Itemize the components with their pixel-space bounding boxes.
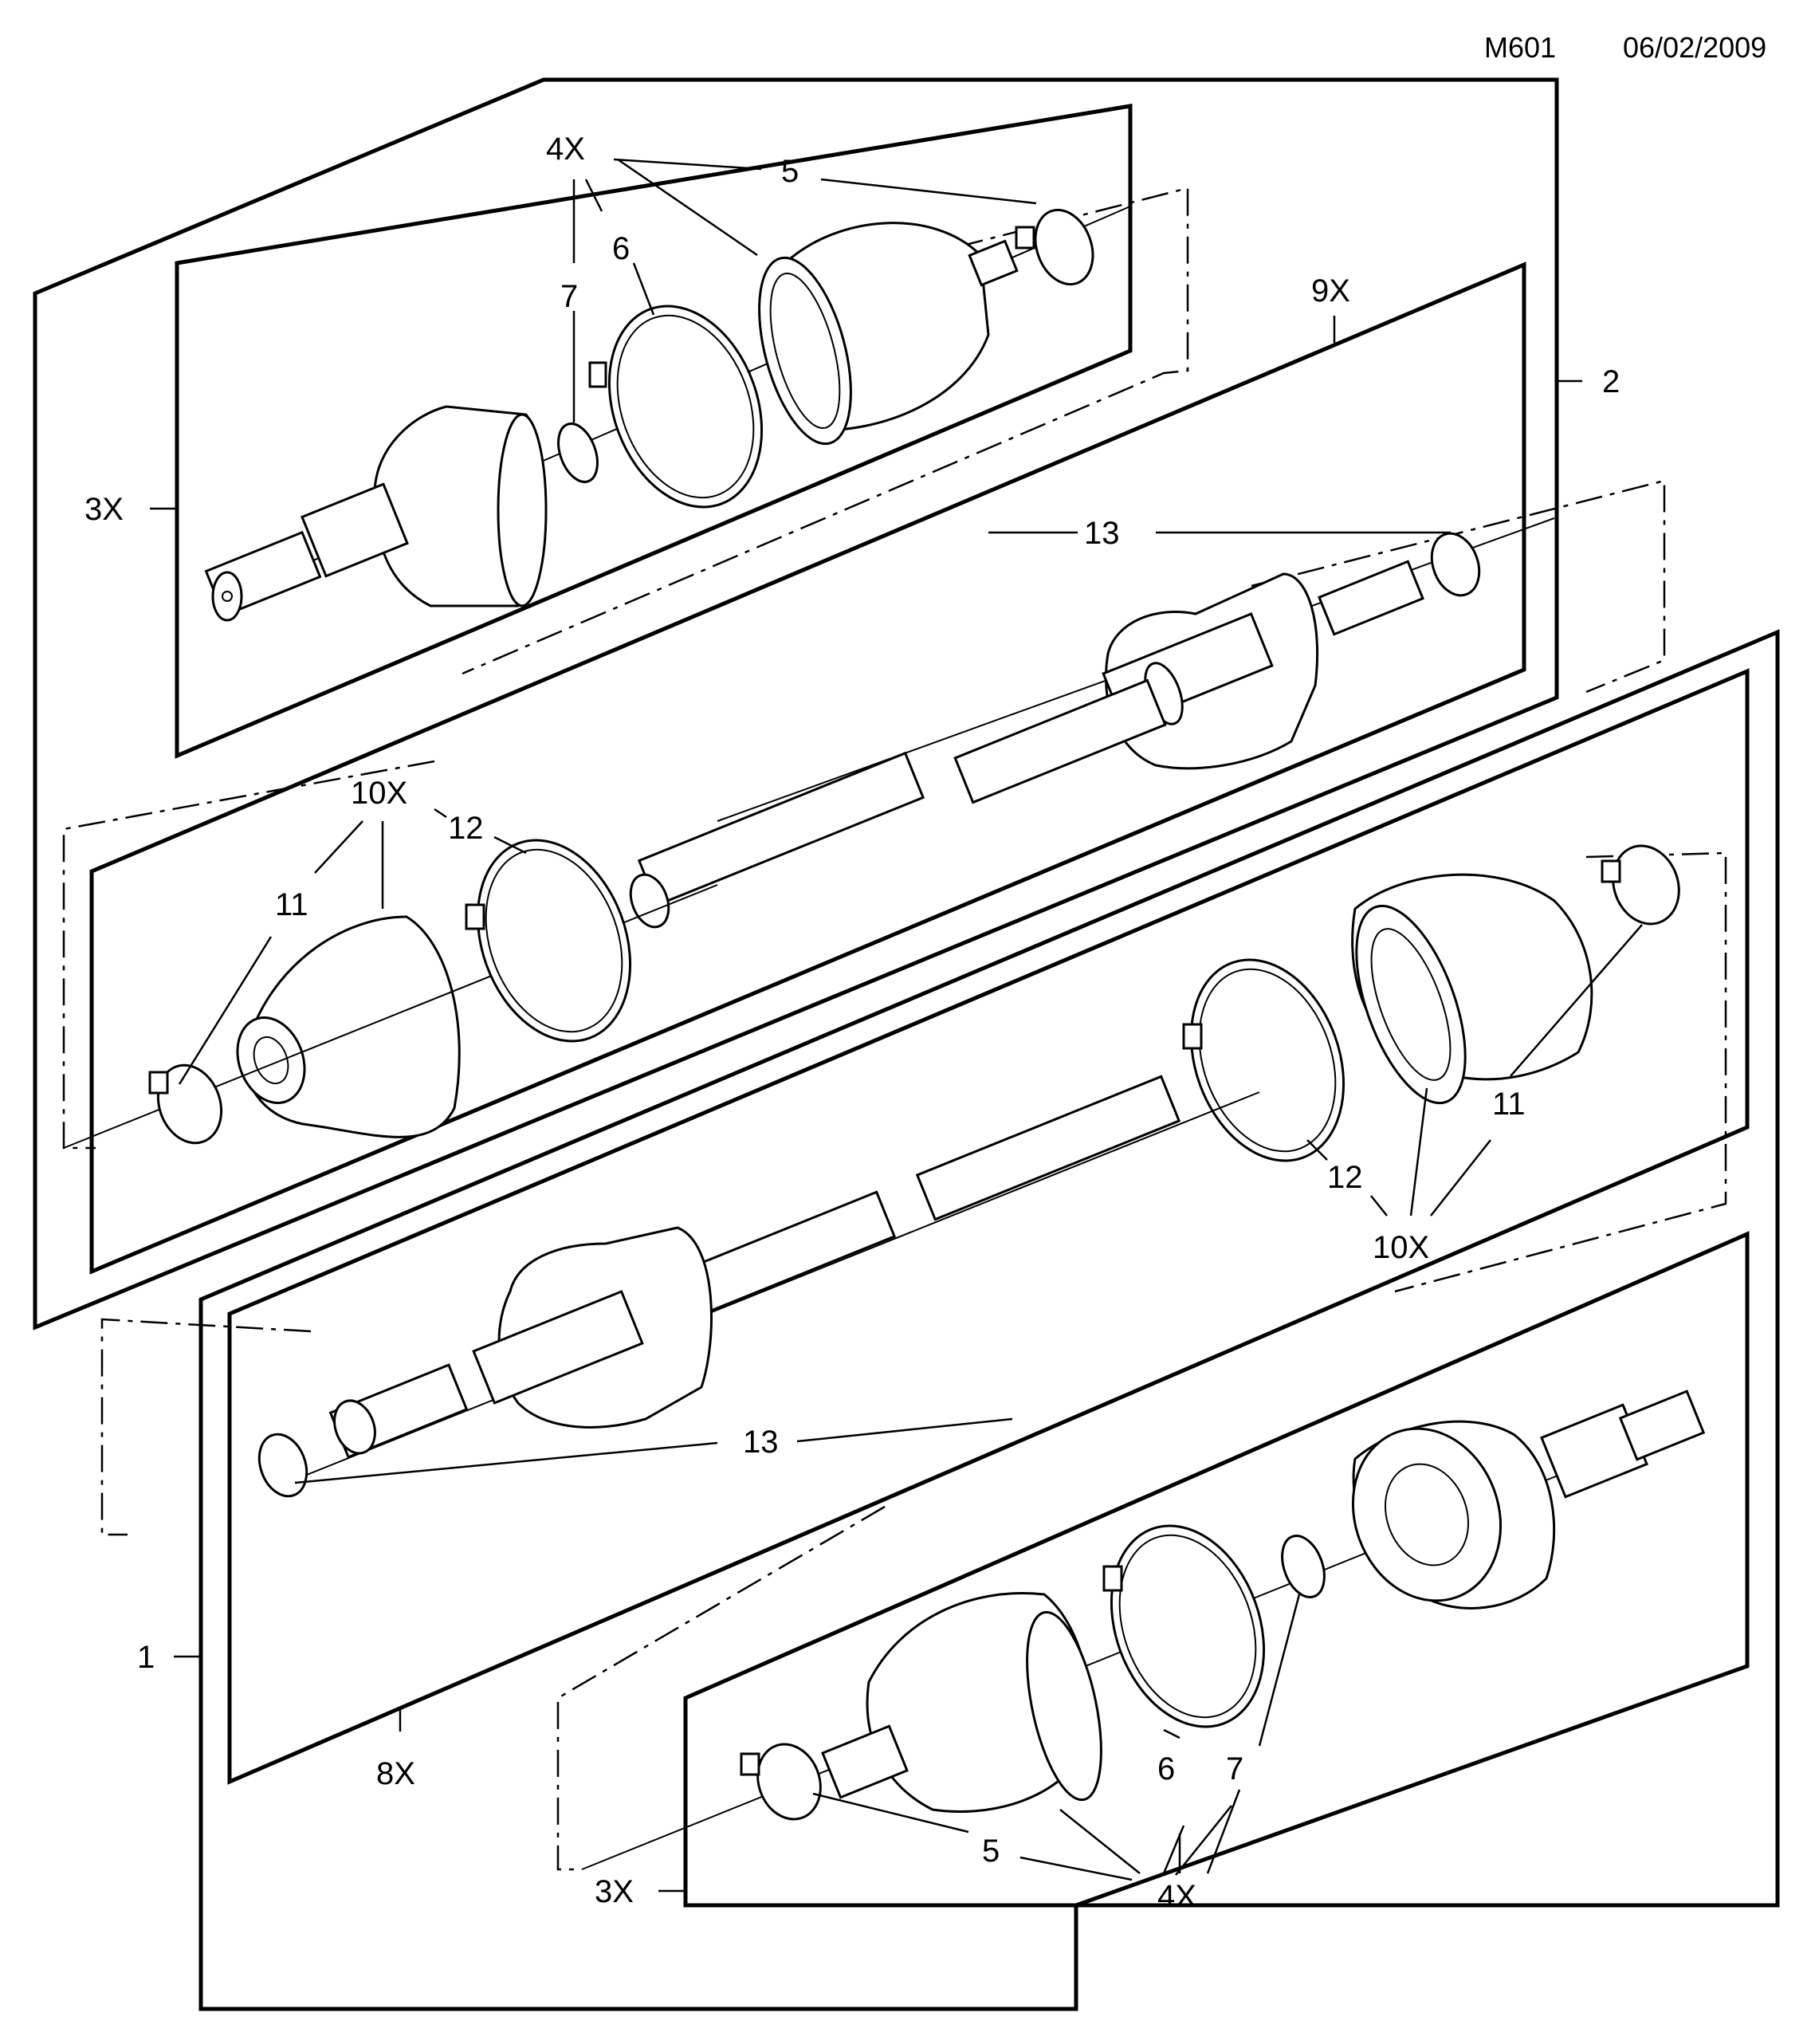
outer-boot-bottom bbox=[821, 1592, 1102, 1813]
assembly-2-label: 2 bbox=[1602, 364, 1620, 399]
callout-7-top: 7 bbox=[560, 279, 578, 423]
inner-top-dashed-outline-right bbox=[1251, 479, 1666, 694]
outer-boot-kit-bottom-frame bbox=[683, 1231, 1750, 1908]
callout-10x-bottom: 10X bbox=[1370, 1087, 1491, 1265]
callout-13-bottom: 13 bbox=[294, 1417, 1013, 1484]
part-7-bottom-label: 7 bbox=[1226, 1751, 1243, 1787]
inner-bottom-dashed-outline-left bbox=[100, 1318, 312, 1536]
circlip-13-bottom bbox=[257, 1433, 308, 1498]
assembly-2-frame bbox=[33, 77, 1559, 1331]
callout-5-top: 5 bbox=[781, 154, 1037, 205]
part-7-top-label: 7 bbox=[560, 279, 578, 314]
part-6-bottom-label: 6 bbox=[1157, 1751, 1175, 1787]
callout-7-bottom: 7 bbox=[1206, 1594, 1301, 1874]
inner-boot-top bbox=[63, 884, 718, 1149]
circlip-7-top bbox=[557, 423, 599, 483]
part-11-bottom-label: 11 bbox=[1492, 1087, 1526, 1122]
outer-boot-kit-bottom-label: 3X bbox=[595, 1874, 634, 1909]
outer-cv-joint-top bbox=[204, 205, 1133, 622]
outer-boot-kit-top-frame bbox=[175, 104, 1133, 759]
inner-joint-kit-top-label: 9X bbox=[1311, 273, 1350, 309]
assembly-1-label: 1 bbox=[137, 1640, 155, 1675]
callout-4x-top: 4X bbox=[546, 132, 762, 263]
clamp-kit-top-dashed-outline bbox=[462, 187, 1189, 675]
part-11-top-label: 11 bbox=[275, 887, 308, 922]
callout-12-top: 12 bbox=[448, 811, 527, 855]
circlip-7-bottom bbox=[1281, 1535, 1326, 1598]
clamp-12-top bbox=[465, 839, 632, 1043]
inner-boot-bottom bbox=[1351, 873, 1593, 1105]
part-12-top-label: 12 bbox=[448, 811, 484, 846]
part-6-top-label: 6 bbox=[612, 231, 630, 266]
inner-joint-kit-bottom-label: 8X bbox=[376, 1756, 415, 1791]
clamp-kit-bottom-label: 4X bbox=[1157, 1879, 1196, 1914]
part-13-bottom-label: 13 bbox=[743, 1425, 779, 1460]
clamp-6-bottom bbox=[1102, 1524, 1266, 1728]
callout-12-bottom: 12 bbox=[1306, 1139, 1363, 1195]
inner-tripod-joint-bottom bbox=[328, 1226, 713, 1459]
part-5-top-label: 5 bbox=[781, 154, 799, 189]
clamp-kit-top-label: 4X bbox=[546, 132, 585, 167]
clamp-5-bottom bbox=[740, 1743, 822, 1821]
inner-joint-kit-bottom-frame bbox=[227, 668, 1750, 1785]
clamp-11-bottom bbox=[1601, 844, 1680, 926]
callout-11-bottom: 11 bbox=[1492, 924, 1643, 1122]
clamp-5-top bbox=[1015, 208, 1094, 286]
inner-joint-kit-top-frame bbox=[89, 261, 1526, 1275]
part-12-bottom-label: 12 bbox=[1327, 1160, 1363, 1195]
halfshaft-top bbox=[629, 678, 1167, 929]
clamp-kit-bottom-dashed-outline bbox=[556, 1505, 886, 1871]
clamp-11-top bbox=[148, 1063, 223, 1145]
inner-boot-kit-top-label: 10X bbox=[351, 776, 407, 811]
callout-13-top: 13 bbox=[988, 516, 1451, 551]
halfshaft-bottom bbox=[286, 1075, 1260, 1484]
diagram-date: 06/02/2009 bbox=[1623, 31, 1766, 64]
clamp-6-top bbox=[588, 305, 764, 509]
part-5-bottom-label: 5 bbox=[982, 1834, 1000, 1869]
part-13-top-label: 13 bbox=[1084, 516, 1120, 551]
inner-tripod-joint-top bbox=[717, 517, 1555, 822]
callout-6-top: 6 bbox=[612, 231, 655, 316]
callout-5-bottom: 5 bbox=[812, 1792, 1133, 1881]
callout-11-top: 11 bbox=[178, 887, 308, 1085]
inner-top-dashed-outline bbox=[62, 760, 435, 1150]
outer-boot-top bbox=[758, 222, 1019, 446]
callout-4x-bottom: 4X bbox=[1059, 1805, 1232, 1914]
circlip-13-top bbox=[1430, 532, 1481, 597]
callout-10x-top: 10X bbox=[314, 776, 447, 909]
clamp-12-bottom bbox=[1182, 958, 1345, 1162]
diagram-code: M601 bbox=[1484, 31, 1556, 64]
inner-boot-kit-bottom-label: 10X bbox=[1373, 1230, 1429, 1265]
outer-boot-kit-top-label: 3X bbox=[84, 492, 124, 527]
callout-6-bottom: 6 bbox=[1157, 1728, 1181, 1873]
